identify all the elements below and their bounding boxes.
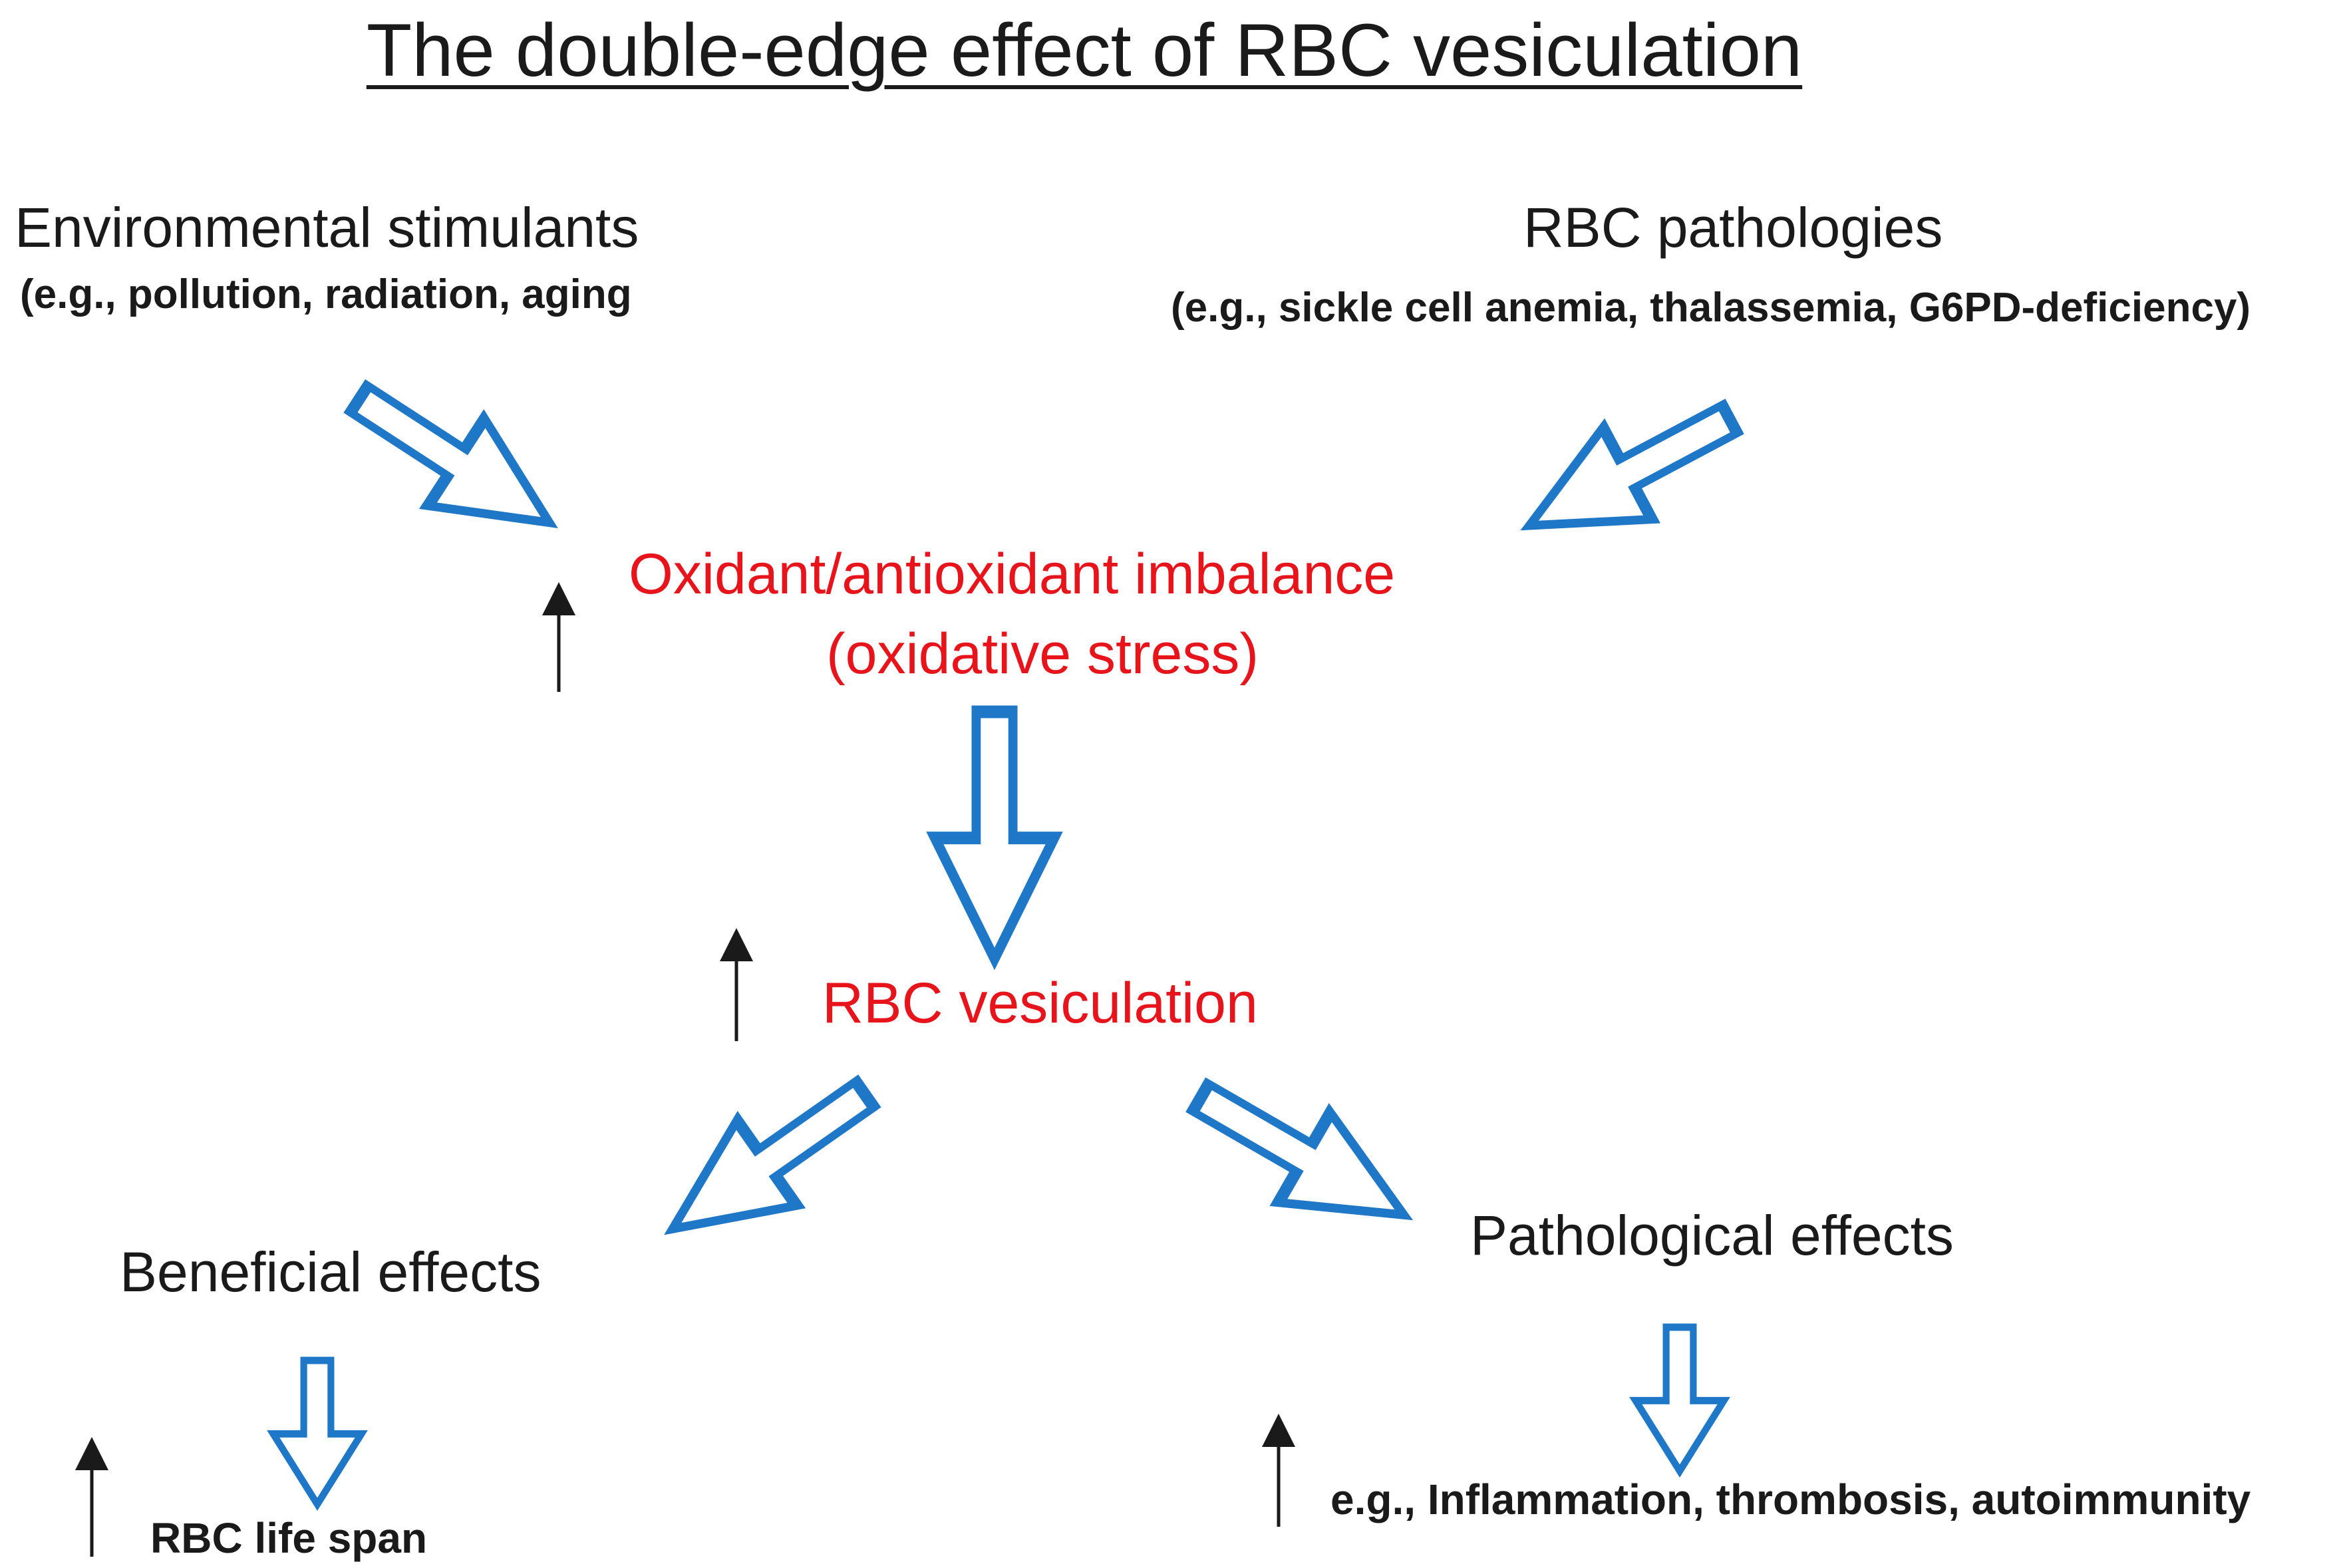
- pathological-examples-label: e.g., Inflammation, thrombosis, autoimmu…: [1330, 1476, 2251, 1523]
- diagram-title: The double-edge effect of RBC vesiculati…: [366, 9, 1803, 92]
- arrow-vesiculation-to-beneficial: [643, 1052, 895, 1271]
- oxidant-imbalance-label: Oxidant/antioxidant imbalance: [629, 542, 1396, 606]
- beneficial-effects-heading: Beneficial effects: [120, 1241, 542, 1303]
- arrow-env-to-imbalance: [331, 356, 578, 566]
- rbc-life-span-label: RBC life span: [150, 1514, 428, 1562]
- environmental-stimulants-examples: (e.g., pollution, radiation, aging: [20, 271, 632, 317]
- rbc-pathologies-examples: (e.g., sickle cell anemia, thalassemia, …: [1171, 285, 2251, 331]
- arrow-pathological-to-examples: [1636, 1327, 1724, 1471]
- arrow-vesiculation-to-pathological: [1175, 1052, 1430, 1259]
- arrow-imbalance-to-vesiculation: [935, 712, 1054, 959]
- arrow-beneficial-to-life-span: [273, 1360, 362, 1504]
- rbc-vesiculation-label: RBC vesiculation: [822, 971, 1258, 1035]
- rbc-pathologies-heading: RBC pathologies: [1523, 196, 1943, 259]
- oxidative-stress-label: (oxidative stress): [826, 622, 1259, 686]
- pathological-effects-heading: Pathological effects: [1470, 1204, 1954, 1267]
- environmental-stimulants-heading: Environmental stimulants: [15, 196, 639, 259]
- arrow-pathologies-to-imbalance: [1505, 373, 1754, 571]
